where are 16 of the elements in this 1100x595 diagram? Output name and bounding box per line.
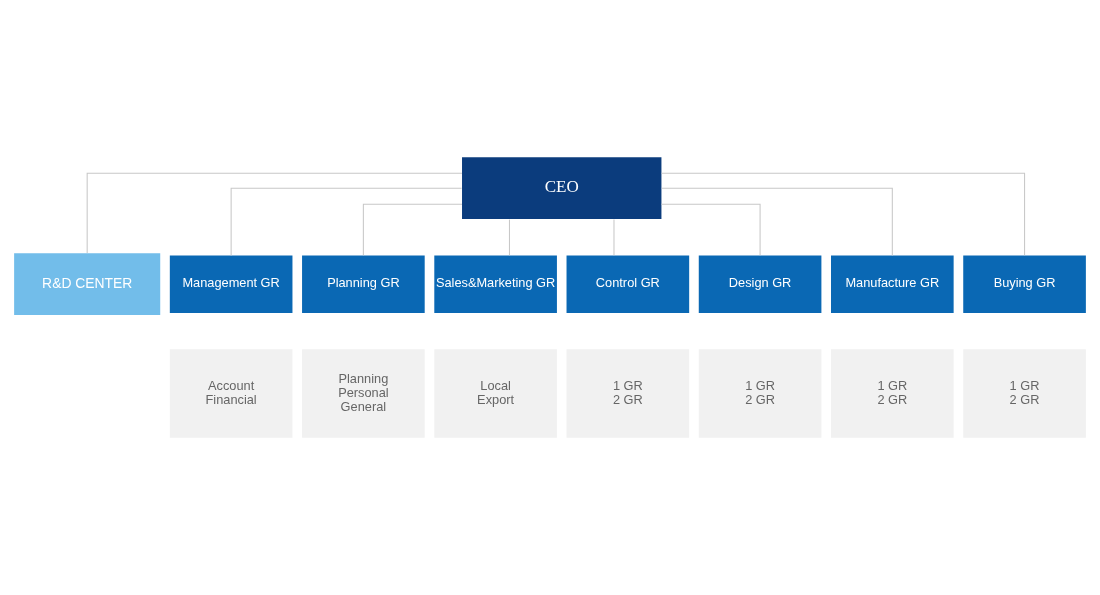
connector	[230, 187, 463, 256]
node-box: Design GR	[698, 255, 822, 313]
connector	[508, 219, 510, 256]
node-box: R&D CENTER	[14, 253, 161, 316]
connector	[362, 203, 463, 256]
node-box: Sales&Marketing GR	[434, 255, 557, 313]
node-box: Control GR	[566, 255, 690, 313]
node-box: Manufacture GR	[831, 255, 954, 313]
connector	[661, 172, 1026, 256]
node-box: Buying GR	[963, 255, 1086, 313]
connector	[660, 203, 761, 256]
node-box: CEO	[462, 157, 662, 220]
node-box: Planning GR	[302, 255, 425, 313]
node-box: Management GR	[169, 255, 293, 313]
connector	[661, 187, 893, 256]
connector	[86, 172, 463, 254]
